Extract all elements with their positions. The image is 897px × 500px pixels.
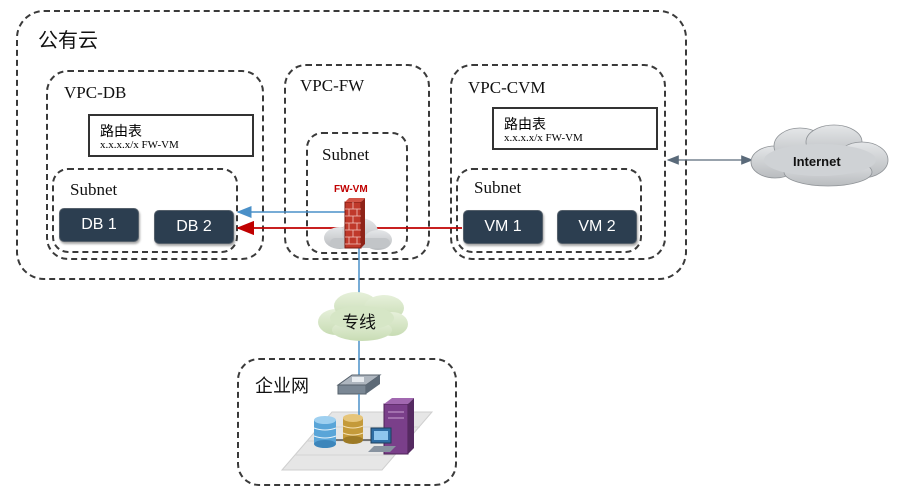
internet-label: Internet bbox=[793, 154, 841, 169]
database-icon-blue bbox=[313, 416, 337, 448]
internet-cloud-icon bbox=[750, 124, 889, 187]
db-2-node[interactable]: DB 2 bbox=[154, 210, 234, 244]
vpc-db-container bbox=[46, 70, 264, 260]
route-table-entry: x.x.x.x/x FW-VM bbox=[504, 132, 583, 144]
server-tower-icon bbox=[383, 398, 414, 455]
db-1-node[interactable]: DB 1 bbox=[59, 208, 139, 242]
dedicated-line-label: 专线 bbox=[342, 313, 376, 333]
vpc-cvm-subnet-title: Subnet bbox=[474, 178, 522, 197]
enterprise-network-title: 企业网 bbox=[255, 376, 309, 397]
vpc-cvm-title: VPC-CVM bbox=[468, 78, 546, 97]
vpc-fw-title: VPC-FW bbox=[300, 76, 365, 95]
vm-1-node[interactable]: VM 1 bbox=[463, 210, 543, 244]
public-cloud-title: 公有云 bbox=[38, 28, 98, 52]
vm-2-node[interactable]: VM 2 bbox=[557, 210, 637, 244]
dedicated-line-cloud-icon bbox=[318, 292, 408, 341]
vpc-cvm-route-table: 路由表 x.x.x.x/x FW-VM bbox=[492, 107, 658, 150]
vpc-fw-subnet bbox=[306, 132, 408, 254]
enterprise-network-container bbox=[237, 358, 457, 486]
route-table-title: 路由表 bbox=[504, 117, 546, 133]
vpc-fw-subnet-title: Subnet bbox=[322, 145, 370, 164]
vpc-fw-container bbox=[284, 64, 430, 260]
vpc-db-route-table: 路由表 x.x.x.x/x FW-VM bbox=[88, 114, 254, 157]
route-table-entry: x.x.x.x/x FW-VM bbox=[100, 139, 179, 151]
route-table-title: 路由表 bbox=[100, 124, 142, 140]
workstation-icon bbox=[368, 427, 396, 452]
public-cloud-container bbox=[16, 10, 687, 280]
vpc-cvm-subnet bbox=[456, 168, 642, 253]
vpc-cvm-container bbox=[450, 64, 666, 260]
firewall-icon bbox=[344, 198, 365, 249]
vpc-db-title: VPC-DB bbox=[64, 83, 127, 102]
firewall-label: FW-VM bbox=[334, 184, 368, 195]
switch-icon bbox=[336, 374, 382, 395]
vpc-db-subnet-title: Subnet bbox=[70, 180, 118, 199]
database-icon-gold bbox=[342, 414, 364, 444]
